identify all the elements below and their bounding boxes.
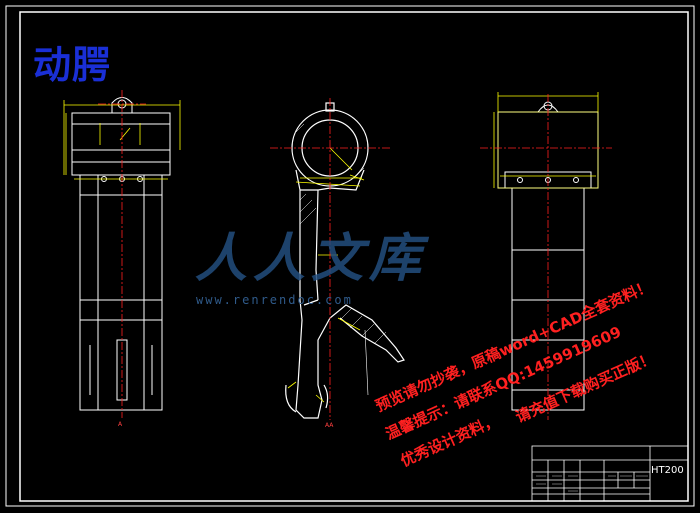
- inner-border: [19, 11, 689, 502]
- section-view-dimensions: [287, 147, 365, 403]
- front-view: [71, 97, 171, 411]
- section-label-middle: AA: [325, 422, 334, 429]
- title-block: [531, 445, 689, 502]
- watermark-logo-text: 人人文库: [195, 229, 428, 289]
- watermark-url: www.renrendoc.com: [196, 293, 353, 307]
- section-view-centerlines: [270, 98, 390, 420]
- drawing-title: 动腭: [33, 43, 112, 87]
- title-block-text-marks: [536, 475, 648, 492]
- outer-border: [5, 5, 695, 507]
- front-view-centerlines: [98, 90, 146, 418]
- side-view-centerlines: [480, 94, 612, 420]
- side-view-dimensions: [493, 92, 599, 189]
- section-label-left: A: [118, 421, 123, 428]
- title-block-material: HT200: [651, 465, 684, 476]
- cut-line: [364, 329, 369, 396]
